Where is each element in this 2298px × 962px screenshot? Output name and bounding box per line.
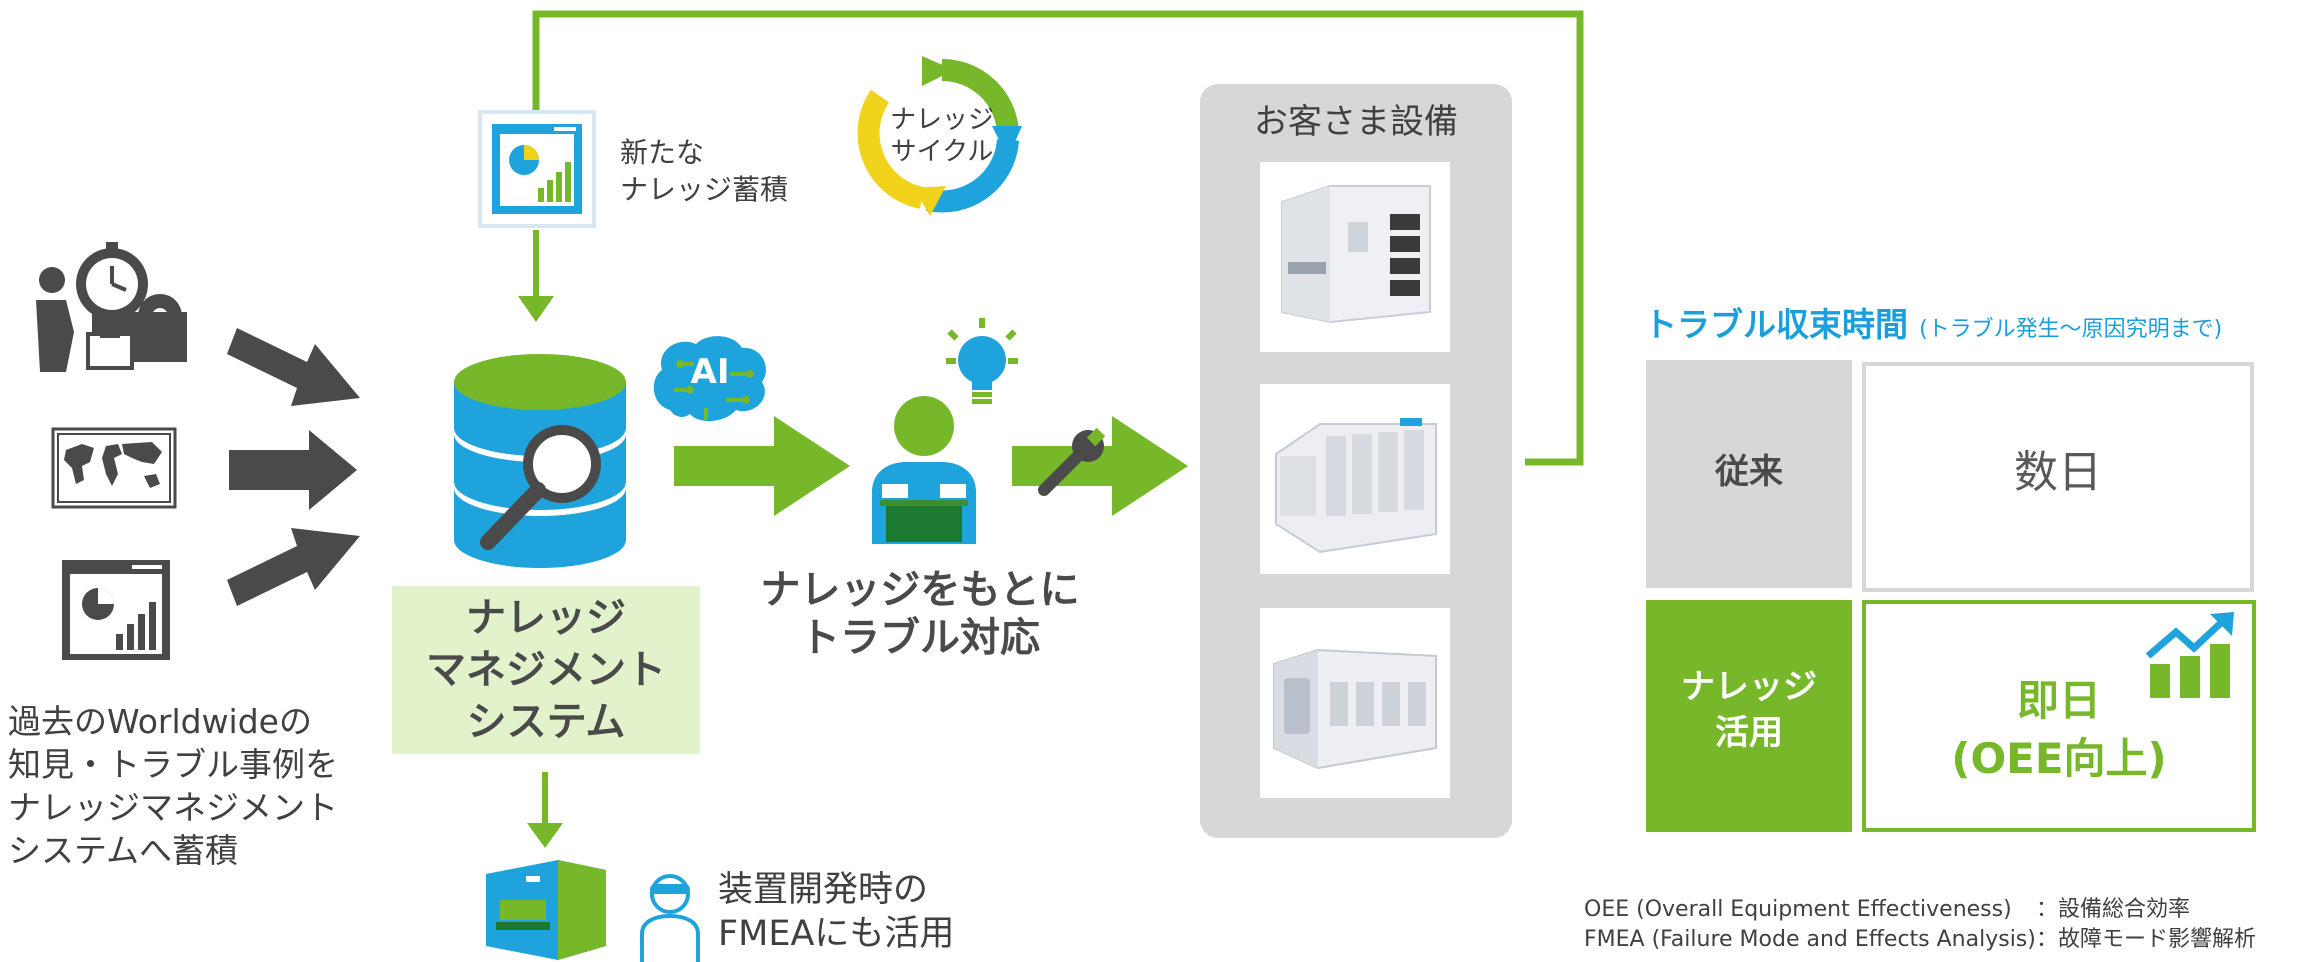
lightbulb-idea-icon: [946, 318, 1018, 404]
report-chart-icon: [62, 560, 170, 660]
engineer-to-customer-arrow: [1012, 416, 1188, 516]
world-map-icon: [51, 427, 177, 509]
wrench-icon: [1038, 427, 1106, 496]
table-heading: トラブル収束時間 (トラブル発生～原因究明まで): [1644, 298, 2222, 346]
footnote-fmea-term: FMEA (Failure Mode and Effects Analysis): [1584, 927, 2036, 952]
equipment-machine-icon: [486, 860, 606, 960]
new-knowledge-report-icon: [478, 110, 596, 228]
sources-caption: 過去のWorldwideの 知見・トラブル事例を ナレッジマネジメント システム…: [8, 702, 338, 870]
knowledge-use-value: 即日 (OEE向上): [1951, 676, 2167, 783]
knowledge-use-label: ナレッジ 活用: [1681, 667, 1817, 753]
customer-title: お客さま設備: [1254, 102, 1458, 142]
conventional-value: 数日: [2014, 447, 2102, 498]
growth-chart-icon: [2145, 612, 2234, 698]
footnote-fmea: FMEA (Failure Mode and Effects Analysis)…: [1584, 926, 2256, 954]
db-to-engineer-arrow: [674, 416, 850, 516]
equipment-image-1: [1281, 185, 1431, 324]
equipment-card-1: [1260, 162, 1450, 352]
ai-brain-icon: [653, 336, 766, 422]
conventional-label: 従来: [1715, 452, 1783, 492]
engineer-icon: [872, 396, 976, 544]
knowledge-database-icon: [454, 354, 626, 568]
developer-person-icon: [640, 874, 700, 962]
table-row-knowledge-label-cell: [1646, 600, 1852, 832]
footnote-oee: OEE (Overall Equipment Effectiveness) ：設備…: [1584, 896, 2190, 924]
table-row-conventional-value-cell: [1862, 362, 2254, 592]
footnote-fmea-def: ：故障モード影響解析: [2036, 927, 2257, 952]
knowledge-cycle-label: ナレッジ サイクル: [889, 105, 994, 167]
table-title: トラブル収束時間: [1644, 305, 1908, 344]
knowledge-cycle-icon: [857, 56, 1022, 216]
maintenance-worker-icon: [36, 242, 187, 372]
table-row-knowledge-value-cell: [1862, 600, 2256, 832]
engineer-caption: ナレッジをもとに トラブル対応: [760, 567, 1080, 661]
fmea-label: 装置開発時の FMEAにも活用: [718, 870, 955, 954]
equipment-card-2: [1260, 384, 1450, 574]
kms-title: ナレッジ マネジメント システム: [426, 595, 666, 745]
table-row-conventional-label-cell: [1646, 360, 1852, 588]
new-knowledge-label: 新たな ナレッジ蓄積: [620, 136, 789, 206]
footnote-oee-term: OEE (Overall Equipment Effectiveness): [1584, 897, 2012, 922]
kms-title-box: [392, 586, 700, 754]
table-subtitle: (トラブル発生～原因究明まで): [1919, 317, 2223, 342]
footnote-oee-def: ：設備総合効率: [2036, 897, 2191, 922]
input-arrows: [227, 328, 360, 606]
equipment-image-3: [1273, 648, 1437, 770]
equipment-image-2: [1275, 418, 1437, 554]
ai-label: AI: [690, 352, 730, 392]
equipment-card-3: [1260, 608, 1450, 798]
